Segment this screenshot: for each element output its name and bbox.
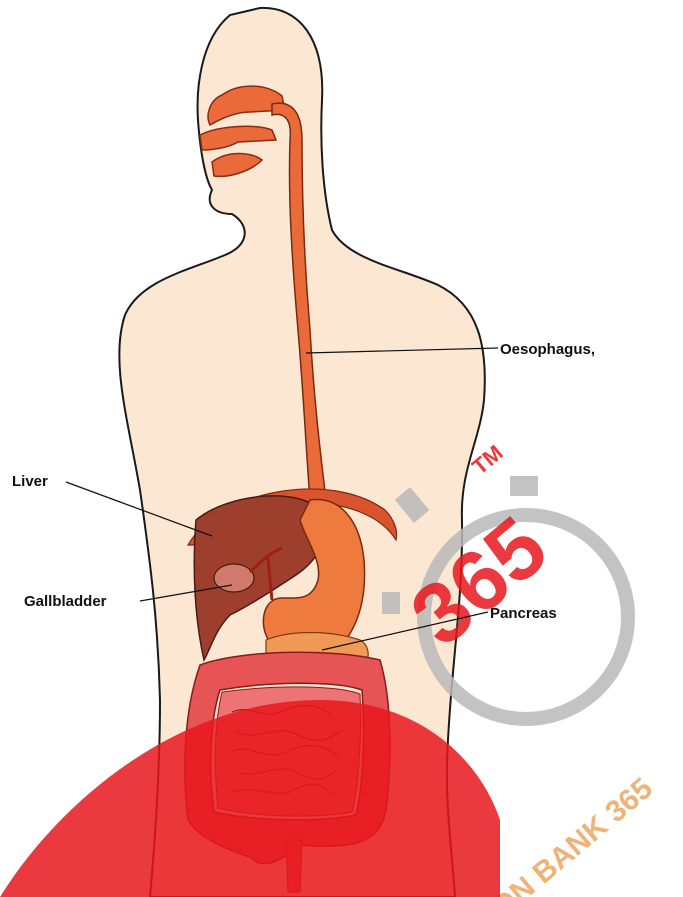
gallbladder xyxy=(214,564,254,592)
oesophagus-label: Oesophagus, xyxy=(500,341,595,358)
watermark-swoosh xyxy=(0,700,500,897)
gallbladder-label: Gallbladder xyxy=(24,593,107,610)
pancreas-label: Pancreas xyxy=(490,605,557,622)
svg-text:ON BANK 365: ON BANK 365 xyxy=(486,772,659,897)
liver-label: Liver xyxy=(12,473,48,490)
